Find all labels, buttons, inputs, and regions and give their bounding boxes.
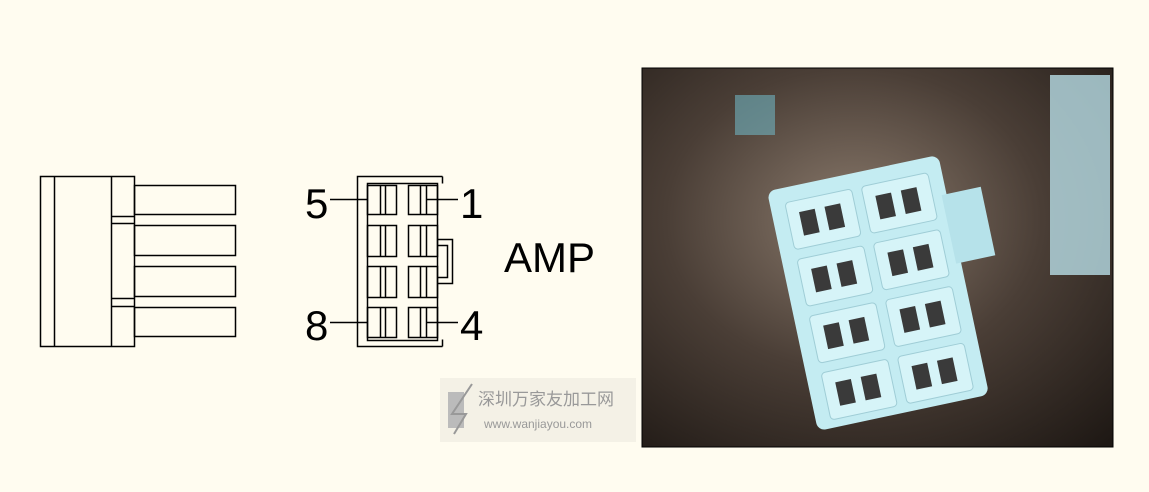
photo-hole xyxy=(811,265,832,293)
pin xyxy=(133,306,237,338)
photo-hole xyxy=(824,203,846,231)
photo-hole xyxy=(799,208,820,236)
pin-label-1: 1 xyxy=(460,180,483,227)
photo-hole xyxy=(887,249,909,277)
photo-hole xyxy=(875,192,896,220)
pin xyxy=(133,265,237,298)
photo-hole xyxy=(860,373,882,401)
pin-cavity xyxy=(366,184,398,216)
photo-hole xyxy=(936,357,958,385)
pin-label-4: 4 xyxy=(460,302,483,349)
pin xyxy=(133,224,237,257)
photo-hole xyxy=(836,260,858,287)
pin-label-8: 8 xyxy=(305,302,328,349)
photo-hole xyxy=(835,379,856,406)
pin xyxy=(133,184,237,216)
connector-side-view xyxy=(39,175,237,348)
brand-label: AMP xyxy=(504,234,595,281)
pin-cavity xyxy=(366,224,398,258)
pin-cavity xyxy=(407,224,439,258)
pin-cavity xyxy=(407,265,439,299)
pin-cavity xyxy=(366,306,398,339)
pin-label-5: 5 xyxy=(305,180,328,227)
photo-hole xyxy=(924,300,946,328)
watermark-text: 深圳万家友加工网 xyxy=(478,390,614,409)
connector-photo xyxy=(641,67,1114,448)
housing-outline xyxy=(356,175,444,348)
photo-hole xyxy=(823,322,844,350)
watermark: 深圳万家友加工网 www.wanjiayou.com xyxy=(440,378,636,442)
connector-front-view xyxy=(330,175,458,348)
pin-cavity xyxy=(366,265,398,299)
photo-hole xyxy=(848,316,870,344)
photo-hole xyxy=(899,306,921,333)
photo-hole xyxy=(900,187,922,214)
housing-inner xyxy=(366,182,439,342)
watermark-url: www.wanjiayou.com xyxy=(483,417,592,431)
latch xyxy=(437,238,454,285)
photo-hole xyxy=(912,243,934,271)
photo-hole xyxy=(911,362,933,390)
